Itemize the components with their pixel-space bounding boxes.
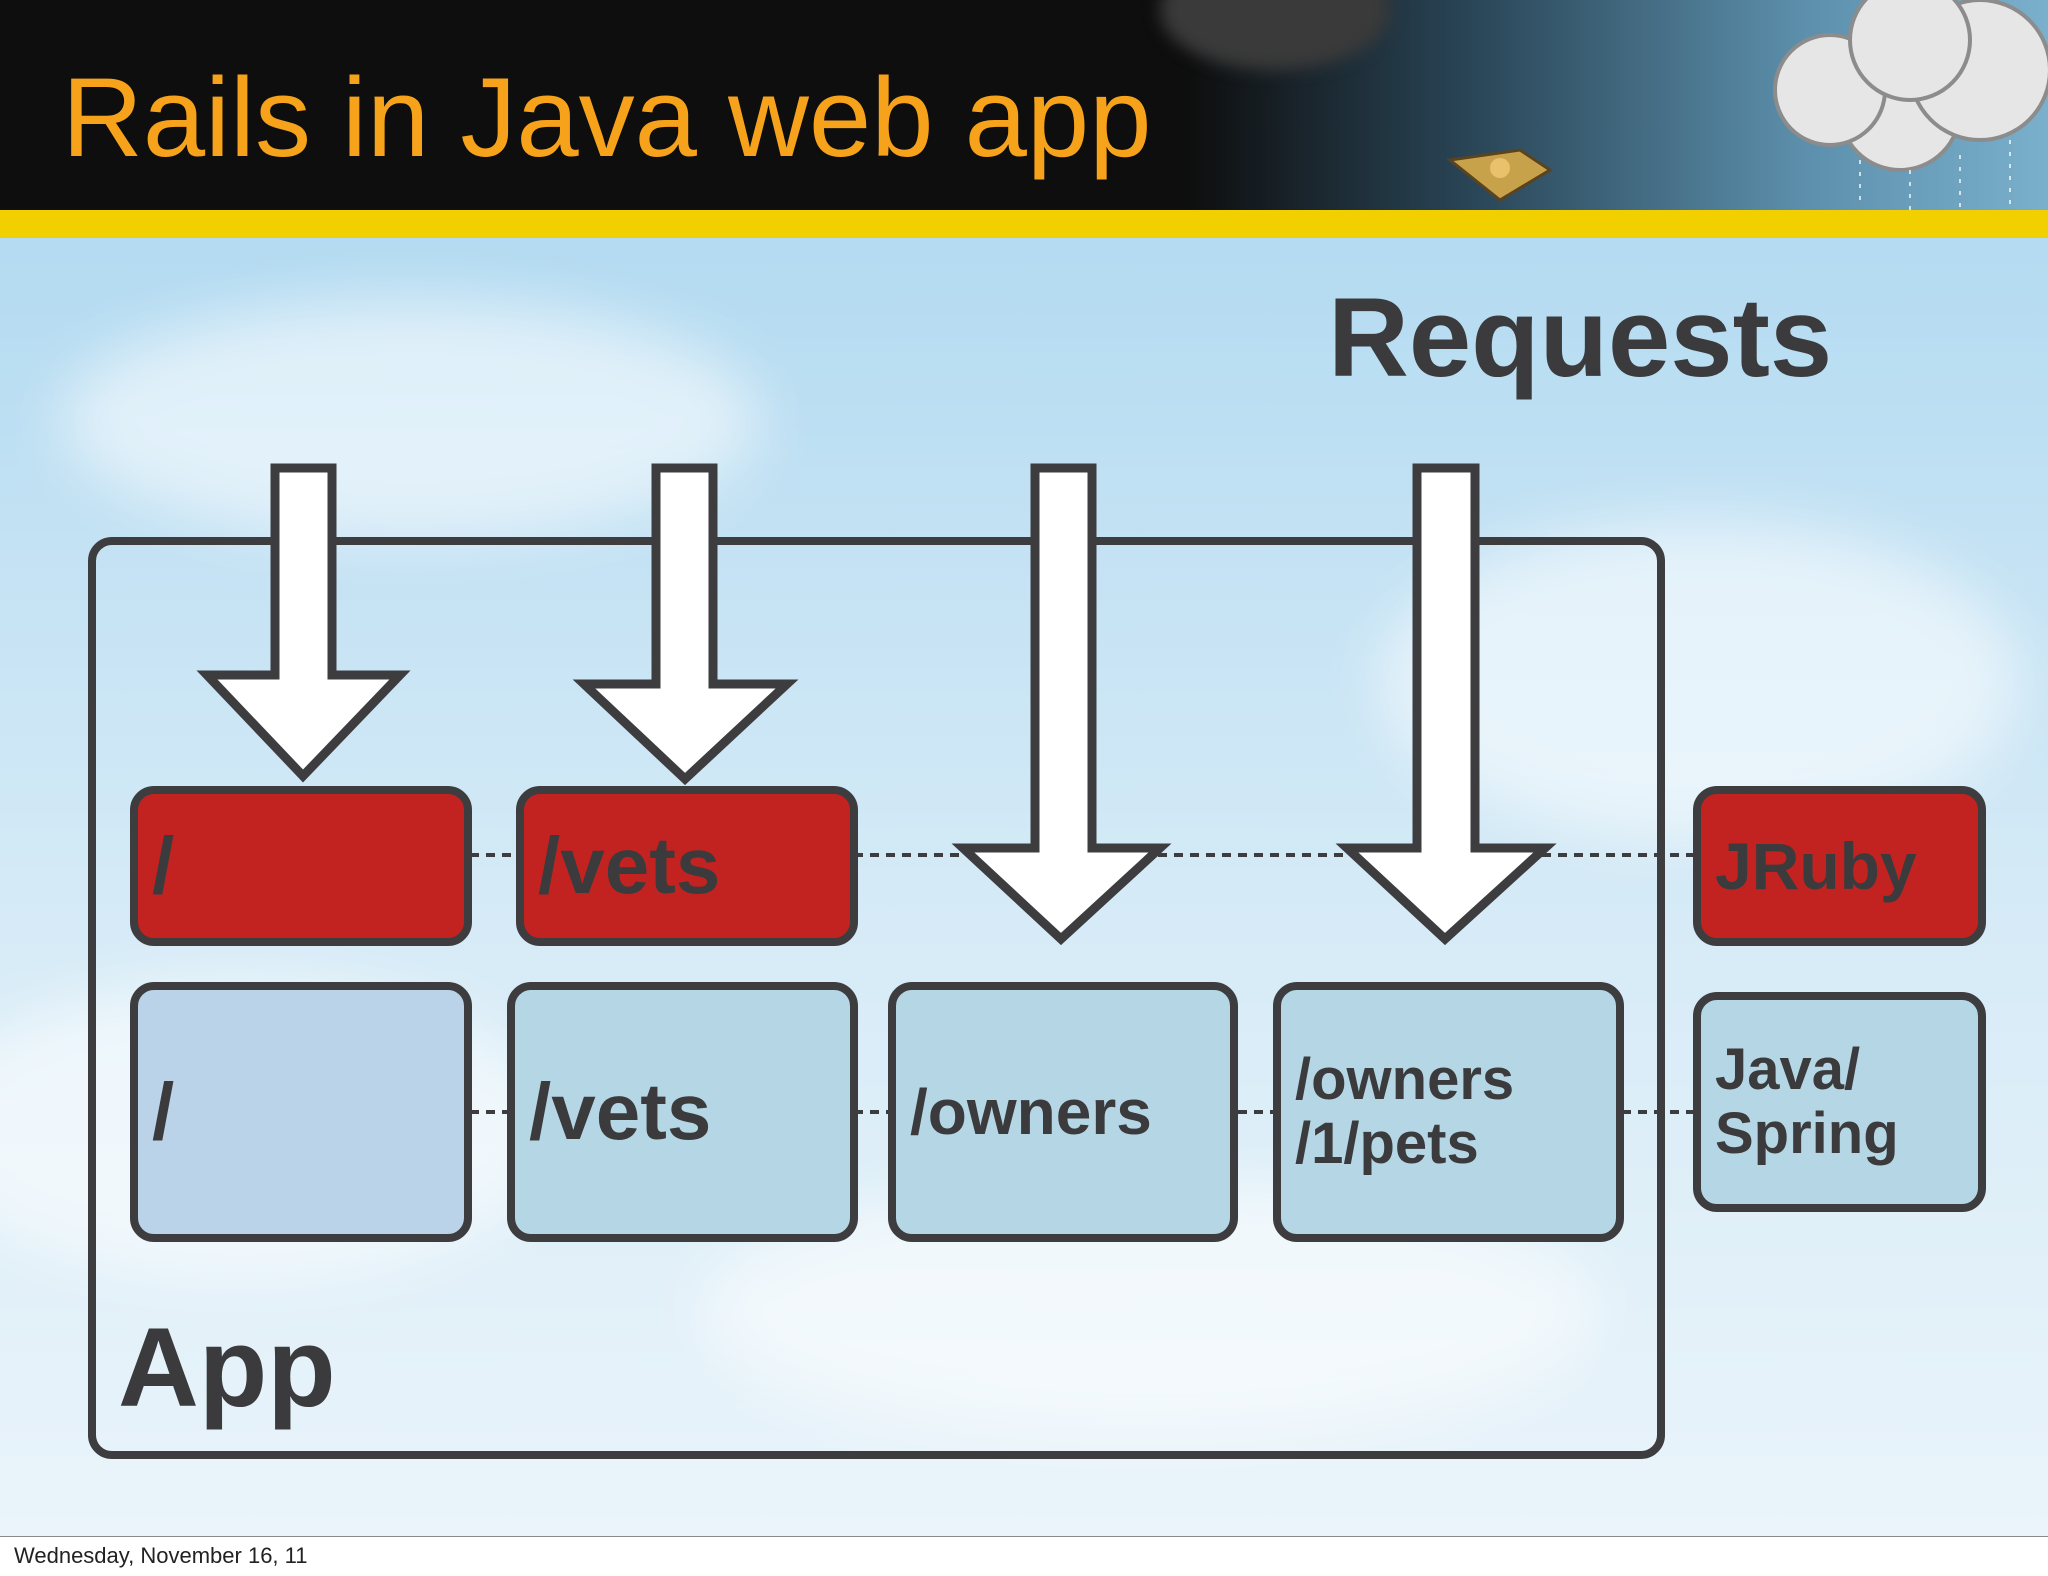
runtime-label: JRuby xyxy=(1715,828,1917,903)
footer-date: Wednesday, November 16, 11 xyxy=(14,1543,308,1568)
route-label: /vets xyxy=(529,1067,712,1156)
app-container xyxy=(88,537,1665,1459)
jruby-runtime-box: JRuby xyxy=(1693,786,1986,946)
app-label: App xyxy=(118,1305,336,1430)
header-bar: Rails in Java web app xyxy=(0,0,2048,210)
request-arrows xyxy=(196,463,1557,946)
route-label: /owners xyxy=(910,1075,1152,1148)
slide-title: Rails in Java web app xyxy=(62,55,1152,180)
slide-background: Rails in Java web app Requests / /vets J… xyxy=(0,0,2048,1536)
route-label: / xyxy=(152,821,175,910)
route-label: /vets xyxy=(538,821,721,910)
boat-icon xyxy=(1446,148,1553,202)
request-arrow-icon xyxy=(196,463,411,783)
request-arrow-icon xyxy=(951,463,1172,946)
cloud-icon xyxy=(1773,0,2048,210)
jruby-route-vets: /vets xyxy=(516,786,858,946)
java-route-root: / xyxy=(130,982,472,1242)
route-label: / xyxy=(152,1067,175,1156)
footer-divider xyxy=(0,1536,2048,1537)
request-arrow-icon xyxy=(1335,463,1557,946)
jruby-route-root: / xyxy=(130,786,472,946)
java-route-owners: /owners xyxy=(888,982,1238,1242)
java-runtime-box: Java/ Spring xyxy=(1693,992,1986,1212)
header-stripe xyxy=(0,210,2048,238)
java-route-vets: /vets xyxy=(507,982,858,1242)
java-route-owner-pets: /owners /1/pets xyxy=(1273,982,1624,1242)
route-label: /owners /1/pets xyxy=(1295,1047,1515,1176)
runtime-label: Java/ Spring xyxy=(1715,1037,1899,1166)
request-arrow-icon xyxy=(572,463,799,786)
requests-label: Requests xyxy=(1328,275,1833,400)
